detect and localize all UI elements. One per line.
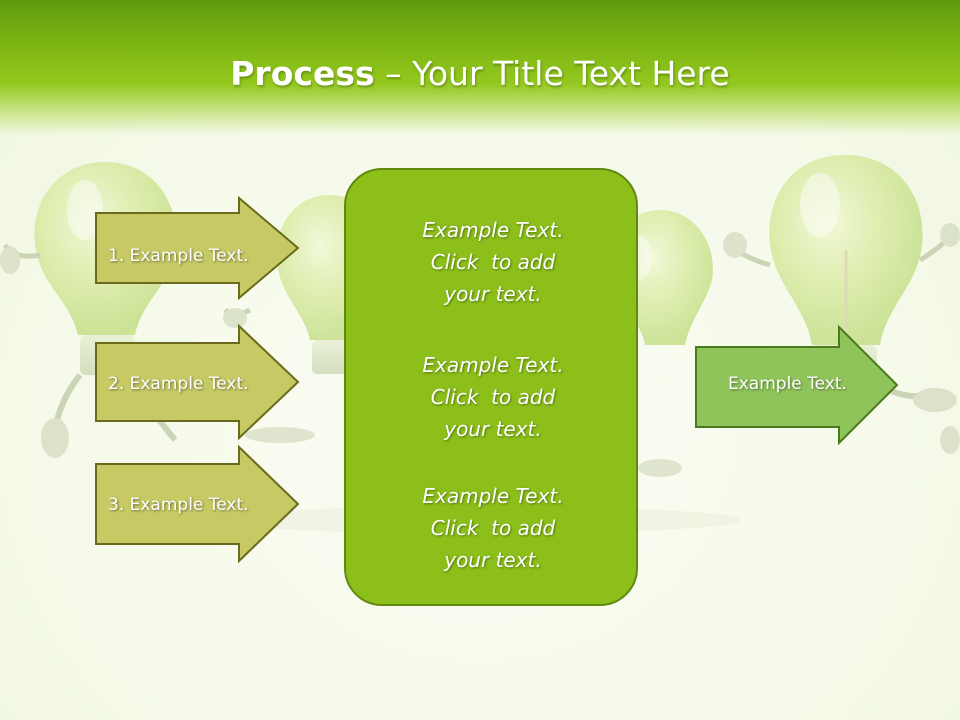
- input-arrow-3[interactable]: [95, 444, 300, 564]
- process-box[interactable]: Example Text. Click to add your text. Ex…: [344, 168, 638, 606]
- input-arrow-2[interactable]: [95, 323, 300, 441]
- input-arrow-1-label: 1. Example Text.: [108, 246, 249, 266]
- slide-title[interactable]: Process – Your Title Text Here: [0, 52, 960, 96]
- input-arrow-2-label: 2. Example Text.: [108, 374, 249, 394]
- process-text-3: Example Text. Click to add your text.: [422, 484, 564, 572]
- process-text-1: Example Text. Click to add your text.: [422, 218, 564, 306]
- output-arrow-label: Example Text.: [728, 374, 847, 394]
- process-text-2: Example Text. Click to add your text.: [422, 353, 564, 441]
- title-bar: [0, 0, 960, 135]
- title-rest-text: – Your Title Text Here: [374, 54, 730, 93]
- output-arrow[interactable]: [695, 324, 899, 446]
- input-arrow-1[interactable]: [95, 195, 300, 301]
- title-bold-text: Process: [230, 54, 375, 93]
- input-arrow-3-label: 3. Example Text.: [108, 495, 249, 515]
